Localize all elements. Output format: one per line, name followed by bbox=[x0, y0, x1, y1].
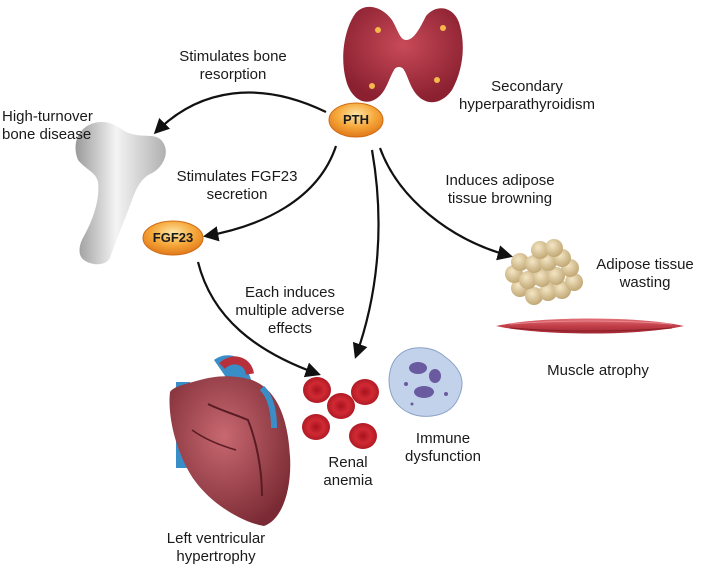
arrow-pth-to-bone bbox=[153, 91, 327, 135]
red-blood-cells-icon bbox=[302, 377, 379, 449]
arrow-pth-to-anemia bbox=[352, 149, 380, 359]
thyroid-gland-icon bbox=[343, 6, 463, 103]
immune-cell-icon bbox=[388, 347, 463, 417]
muscle-icon bbox=[496, 318, 684, 334]
label-induces-adipose-browning: Induces adipose tissue browning bbox=[445, 172, 555, 207]
label-each-induces-adverse-effects: Each induces multiple adverse effects bbox=[235, 284, 345, 337]
label-high-turnover-bone-disease: High-turnover bone disease bbox=[2, 108, 93, 143]
heart-icon bbox=[169, 355, 291, 526]
label-secondary-hyperparathyroidism: Secondary hyperparathyroidism bbox=[459, 78, 595, 113]
fgf23-node: FGF23 bbox=[142, 220, 204, 256]
pth-label: PTH bbox=[343, 112, 369, 127]
arrow-pth-to-fgf23 bbox=[202, 145, 338, 242]
label-stimulates-bone-resorption: Stimulates bone resorption bbox=[179, 48, 287, 83]
label-adipose-tissue-wasting: Adipose tissue wasting bbox=[596, 256, 694, 291]
adipose-tissue-icon bbox=[505, 239, 583, 305]
label-left-ventricular-hypertrophy: Left ventricular hypertrophy bbox=[166, 530, 266, 565]
label-renal-anemia: Renal anemia bbox=[323, 454, 373, 489]
arrow-fgf23-to-effects bbox=[196, 261, 321, 378]
arrows bbox=[153, 91, 513, 378]
arrow-pth-to-adipose bbox=[378, 147, 513, 261]
femur-bone-icon bbox=[75, 122, 166, 265]
pth-node: PTH bbox=[328, 102, 384, 138]
fgf23-label: FGF23 bbox=[153, 230, 193, 245]
label-muscle-atrophy: Muscle atrophy bbox=[547, 362, 649, 379]
label-stimulates-fgf23-secretion: Stimulates FGF23 secretion bbox=[176, 168, 298, 203]
label-immune-dysfunction: Immune dysfunction bbox=[405, 430, 481, 465]
